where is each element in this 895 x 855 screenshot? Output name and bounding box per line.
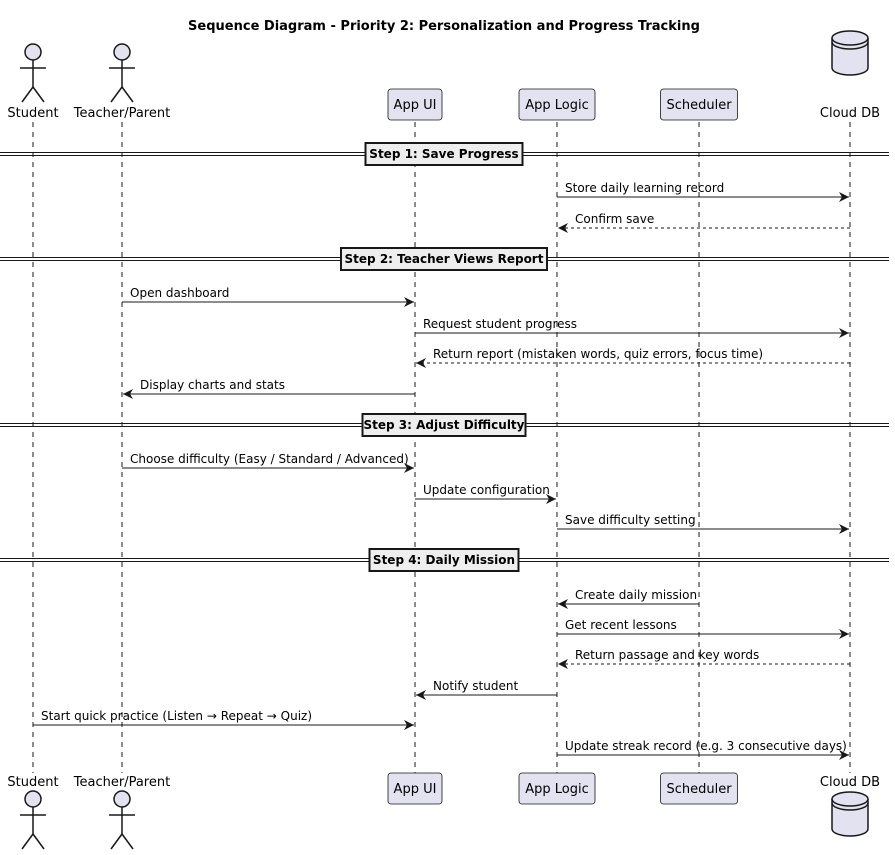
message-label: Display charts and stats bbox=[140, 378, 285, 392]
database-top bbox=[831, 30, 869, 46]
participant-box-sched-top bbox=[660, 88, 738, 121]
actor-figure-student bbox=[20, 43, 46, 103]
database-rim bbox=[831, 41, 869, 50]
database-body bbox=[831, 799, 869, 837]
actor-figure-teacher bbox=[109, 790, 135, 850]
message-label: Create daily mission bbox=[575, 588, 697, 602]
participant-label-appui-bottom: App UI bbox=[394, 782, 437, 797]
step-divider-box bbox=[368, 548, 520, 572]
actor-head bbox=[24, 790, 42, 808]
message-label: Return passage and key words bbox=[575, 648, 759, 662]
database-icon-db bbox=[831, 30, 869, 76]
actor-leg-left bbox=[110, 833, 123, 850]
message-label: Save difficulty setting bbox=[565, 513, 696, 527]
participant-label-teacher-bottom: Teacher/Parent bbox=[73, 775, 170, 790]
actor-leg-left bbox=[21, 833, 34, 850]
step-divider-box bbox=[340, 247, 548, 271]
lifelines bbox=[32, 122, 851, 773]
message-label: Get recent lessons bbox=[565, 618, 677, 632]
participant-box-logic-bottom bbox=[518, 772, 596, 805]
database-rim bbox=[831, 802, 869, 811]
diagram-title: Sequence Diagram - Priority 2: Personali… bbox=[188, 19, 700, 34]
step-divider-box bbox=[361, 413, 527, 437]
message-label: Update streak record (e.g. 3 consecutive… bbox=[565, 739, 847, 753]
participant-box-sched-bottom bbox=[660, 772, 738, 805]
participants-bottom: Student Teacher/Parent App UI App Logic Sche… bbox=[7, 772, 880, 850]
step-divider-label: Step 4: Daily Mission bbox=[373, 553, 515, 567]
participant-label-sched-bottom: Scheduler bbox=[666, 782, 732, 797]
participant-label-student-bottom: Student bbox=[7, 775, 58, 790]
message-label: Store daily learning record bbox=[565, 181, 724, 195]
participant-box-appui-top bbox=[387, 88, 443, 121]
message-label: Open dashboard bbox=[130, 286, 229, 300]
step-divider-label: Step 2: Teacher Views Report bbox=[345, 252, 544, 266]
participant-label-student-top: Student bbox=[7, 106, 58, 121]
participant-label-teacher-top: Teacher/Parent bbox=[73, 106, 170, 121]
participants-top: Student Teacher/Parent App UI App Logic Sche… bbox=[7, 30, 880, 121]
participant-label-logic-top: App Logic bbox=[525, 98, 589, 113]
message-label: Start quick practice (Listen → Repeat → … bbox=[41, 709, 312, 723]
step-divider-label: Step 1: Save Progress bbox=[369, 147, 518, 161]
message-label: Notify student bbox=[433, 679, 518, 693]
message-label: Request student progress bbox=[423, 317, 577, 331]
actor-leg-right bbox=[32, 833, 45, 850]
actor-head bbox=[113, 43, 131, 61]
actor-figure-teacher bbox=[109, 43, 135, 103]
step-divider-label: Step 3: Adjust Difficulty bbox=[364, 418, 525, 432]
participant-box-logic-top bbox=[518, 88, 596, 121]
database-top bbox=[831, 791, 869, 807]
actor-leg-right bbox=[121, 833, 134, 850]
message-label: Return report (mistaken words, quiz erro… bbox=[433, 347, 763, 361]
actor-leg-right bbox=[32, 86, 45, 103]
actor-figure-student bbox=[20, 790, 46, 850]
step-divider-box bbox=[364, 142, 524, 166]
actor-leg-left bbox=[21, 86, 34, 103]
message-label: Confirm save bbox=[575, 212, 654, 226]
participant-label-db-top: Cloud DB bbox=[820, 106, 880, 121]
database-body bbox=[831, 38, 869, 76]
actor-leg-left bbox=[110, 86, 123, 103]
actor-head bbox=[24, 43, 42, 61]
actor-head bbox=[113, 790, 131, 808]
participant-label-appui-top: App UI bbox=[394, 98, 437, 113]
actor-leg-right bbox=[121, 86, 134, 103]
participant-label-db-bottom: Cloud DB bbox=[820, 775, 880, 790]
database-icon-db bbox=[831, 791, 869, 837]
participant-label-sched-top: Scheduler bbox=[666, 98, 732, 113]
participant-label-logic-bottom: App Logic bbox=[525, 782, 589, 797]
participant-box-appui-bottom bbox=[387, 772, 443, 805]
message-label: Choose difficulty (Easy / Standard / Adv… bbox=[130, 452, 409, 466]
message-label: Update configuration bbox=[423, 483, 550, 497]
